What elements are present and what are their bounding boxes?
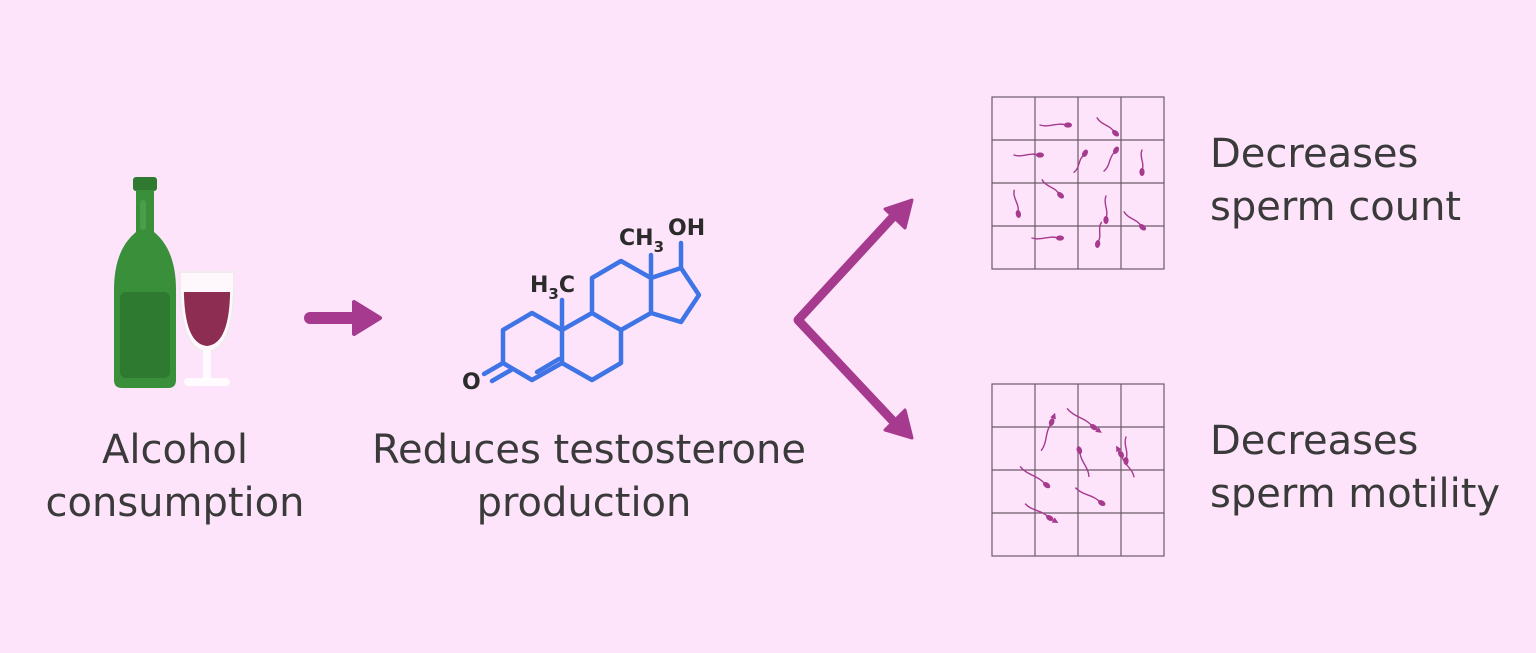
sperm-icon	[1123, 211, 1147, 231]
sperm-motility-grid-icon	[991, 383, 1165, 557]
testosterone-molecule-icon	[481, 240, 702, 384]
sperm-cells-static	[1013, 117, 1147, 248]
sperm-icon	[1040, 412, 1056, 452]
motion-arrow-icon	[1050, 412, 1056, 420]
sperm-icon	[1041, 179, 1065, 199]
sperm-cells-moving	[1019, 408, 1135, 523]
wine-bottle-icon	[114, 177, 176, 388]
sperm-icon	[1096, 117, 1120, 137]
sperm-icon	[1073, 149, 1089, 174]
hydroxyl-label: OH	[668, 216, 705, 241]
sperm-icon	[1123, 436, 1129, 465]
sperm-icon	[1075, 487, 1106, 507]
sperm-icon	[1019, 466, 1051, 489]
reduces-testosterone-label: Reduces testosterone production	[372, 427, 806, 526]
sperm-icon	[1031, 235, 1064, 241]
methyl-label-left: H3C	[530, 273, 575, 303]
oxygen-label: O	[462, 370, 481, 395]
sperm-icon	[1139, 149, 1145, 176]
branch-arrows-icon	[793, 198, 914, 440]
sperm-icon	[1076, 446, 1090, 478]
motion-arrow-icon	[1051, 517, 1059, 523]
motion-arrow-icon	[1116, 445, 1122, 453]
sperm-icon	[1103, 195, 1109, 224]
alcohol-consumption-label: Alcohol consumption	[45, 427, 305, 526]
sperm-icon	[1013, 152, 1044, 158]
sperm-icon	[1094, 221, 1103, 248]
sperm-icon	[1013, 189, 1022, 218]
molecule-labels: H3C CH3 OH O	[462, 216, 705, 395]
sperm-icon	[1024, 503, 1059, 523]
sperm-icon	[1039, 122, 1072, 128]
sperm-icon	[1066, 408, 1102, 433]
methyl-label-top: CH3	[619, 226, 664, 256]
decreases-sperm-motility-label: Decreases sperm motility	[1210, 418, 1501, 517]
sperm-count-grid-icon	[991, 96, 1165, 270]
sperm-icon	[1103, 146, 1120, 172]
decreases-sperm-count-label: Decreases sperm count	[1210, 131, 1462, 230]
sperm-icon	[1116, 445, 1135, 478]
wine-bottle-and-glass-icon	[114, 177, 236, 388]
arrow-up-right-head	[883, 198, 914, 230]
arrow-down-right-head	[883, 408, 914, 440]
arrow-right-icon	[304, 300, 382, 336]
motion-arrow-icon	[1095, 426, 1102, 433]
wine-glass-icon	[178, 271, 236, 386]
